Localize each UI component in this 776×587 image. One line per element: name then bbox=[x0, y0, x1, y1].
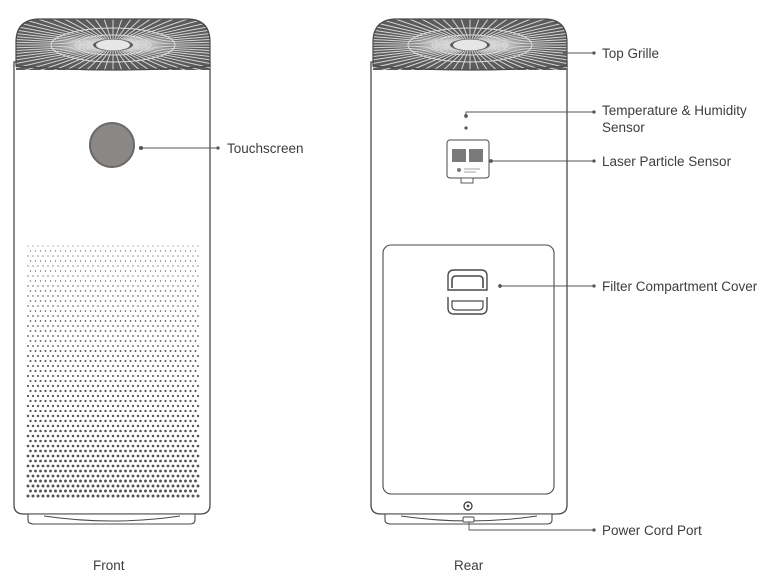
label-top-grille: Top Grille bbox=[602, 46, 660, 61]
caption-rear: Rear bbox=[454, 558, 484, 573]
front-air-intake-holes bbox=[26, 245, 200, 498]
leader-power-port bbox=[468, 522, 594, 531]
label-touchscreen: Touchscreen bbox=[227, 141, 304, 156]
front-top-grille bbox=[16, 19, 210, 70]
leader-lines bbox=[138, 51, 596, 532]
front-base-curve bbox=[43, 515, 181, 522]
temp-humidity-sensor bbox=[464, 126, 468, 130]
rear-unit bbox=[370, 18, 568, 525]
label-filter-cover: Filter Compartment Cover bbox=[602, 279, 758, 294]
front-unit bbox=[13, 18, 211, 525]
laser-particle-sensor bbox=[446, 139, 490, 184]
filter-compartment-cover bbox=[382, 244, 555, 495]
label-laser-particle: Laser Particle Sensor bbox=[602, 154, 732, 169]
touchscreen bbox=[89, 122, 135, 168]
power-cord-port bbox=[462, 501, 475, 523]
label-power-port: Power Cord Port bbox=[602, 523, 702, 538]
label-temp-humidity-line1: Temperature & Humidity bbox=[602, 103, 747, 118]
front-base bbox=[27, 513, 196, 525]
label-temp-humidity-line2: Sensor bbox=[602, 120, 645, 135]
filter-cover-handle bbox=[447, 269, 488, 315]
caption-front: Front bbox=[93, 558, 125, 573]
rear-top-grille bbox=[373, 19, 567, 70]
